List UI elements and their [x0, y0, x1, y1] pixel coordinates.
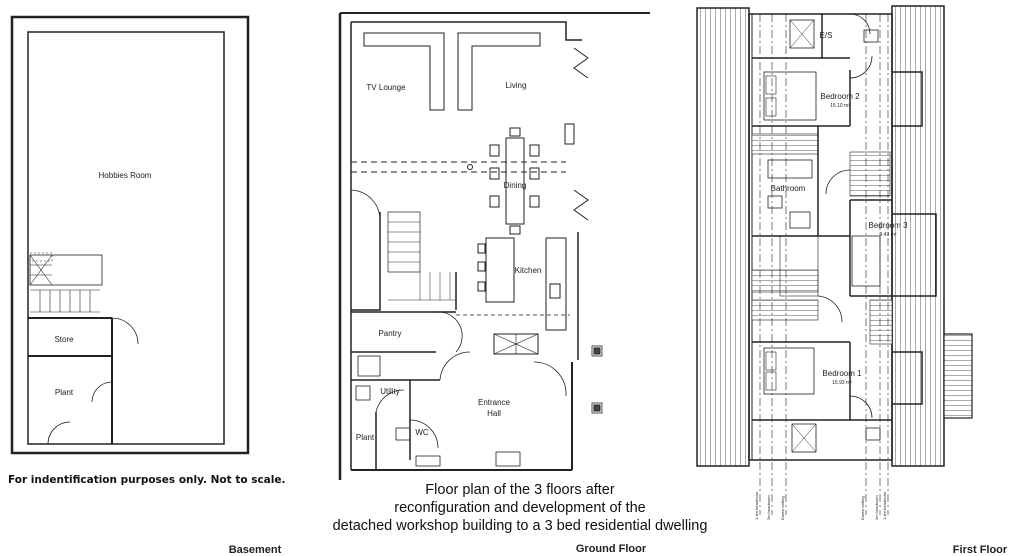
- ground-plant-label: Plant: [356, 433, 375, 442]
- basement-plan: [10, 15, 250, 455]
- headroom-label: 1.4m headroom: [882, 491, 887, 520]
- hobbies-room-label: Hobbies Room: [99, 171, 152, 180]
- headroom-label: 2m headroom: [874, 495, 879, 520]
- headroom-label: 2m headroom: [766, 495, 771, 520]
- headroom-labels: 1.4m headroom 2m headroom Eaves ceiling …: [754, 491, 887, 520]
- first-floor-plan: [696, 5, 973, 515]
- tv-lounge-label: TV Lounge: [366, 83, 406, 92]
- ground-floor-label: Ground Floor: [576, 543, 647, 555]
- kitchen-label: Kitchen: [515, 266, 542, 275]
- living-label: Living: [506, 81, 527, 90]
- pantry-label: Pantry: [378, 329, 401, 338]
- bedroom-3-area: 9.43 m²: [880, 232, 897, 238]
- dining-label: Dining: [504, 181, 527, 190]
- utility-label: Utility: [380, 387, 400, 396]
- basement-plant-label: Plant: [55, 388, 74, 397]
- bedroom-2-label: Bedroom 2: [820, 92, 860, 101]
- headroom-label: Eaves ceiling: [780, 496, 785, 520]
- bathroom-label: Bathroom: [771, 184, 806, 193]
- en-suite-label: E/S: [820, 31, 833, 40]
- caption-line: Floor plan of the 3 floors after: [425, 482, 615, 498]
- first-floor-label: First Floor: [953, 544, 1008, 556]
- bedroom-1-area: 15.93 m²: [832, 380, 852, 386]
- hall-label: Hall: [487, 409, 501, 418]
- bedroom-1-label: Bedroom 1: [822, 369, 862, 378]
- disclaimer-note: For indentification purposes only. Not t…: [8, 474, 286, 486]
- basement-floor-label: Basement: [229, 544, 282, 556]
- entrance-label: Entrance: [478, 398, 511, 407]
- bedroom-3-label: Bedroom 3: [868, 221, 908, 230]
- headroom-label: 1.4m headroom: [754, 491, 759, 520]
- caption-line: reconfiguration and development of the: [394, 500, 646, 516]
- ground-floor-plan: [338, 12, 650, 480]
- plan-caption: Floor plan of the 3 floors after reconfi…: [260, 481, 780, 535]
- headroom-label: Eaves ceiling: [860, 496, 865, 520]
- wc-label: WC: [415, 428, 429, 437]
- store-label: Store: [54, 335, 74, 344]
- bedroom-2-area: 15.10 m²: [830, 103, 850, 109]
- caption-line: detached workshop building to a 3 bed re…: [332, 518, 708, 534]
